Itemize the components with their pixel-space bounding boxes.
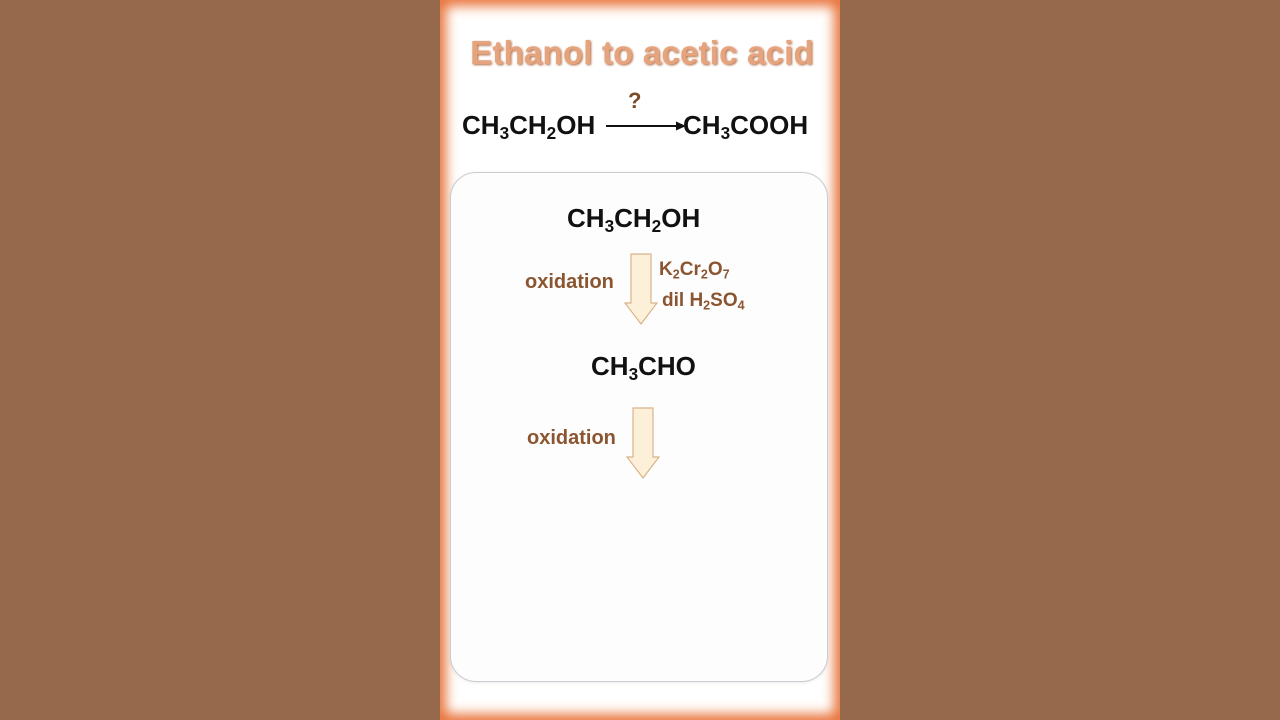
slide: Ethanol to acetic acid CH3CH2OH ? CH3COO… <box>440 0 840 720</box>
oxidation-label-1: oxidation <box>525 271 614 293</box>
reaction-arrow-icon <box>606 121 686 131</box>
ethanol-formula: CH3CH2OH <box>567 203 701 236</box>
reagent-sulfuric-acid: dil H2SO4 <box>662 290 745 313</box>
down-arrow-icon <box>624 253 658 325</box>
reactant-formula: CH3CH2OH <box>462 110 596 143</box>
down-arrow-icon <box>626 407 660 479</box>
question-mark: ? <box>628 88 642 113</box>
page-title: Ethanol to acetic acid <box>470 34 814 71</box>
reagent-dichromate: K2Cr2O7 <box>659 259 730 282</box>
acetaldehyde-formula: CH3CHO <box>591 351 696 384</box>
oxidation-label-2: oxidation <box>527 427 616 449</box>
product-formula: CH3COOH <box>683 110 809 143</box>
steps-panel: CH3CH2OH oxidation K2Cr2O7 dil H2SO4 CH3… <box>450 172 828 682</box>
